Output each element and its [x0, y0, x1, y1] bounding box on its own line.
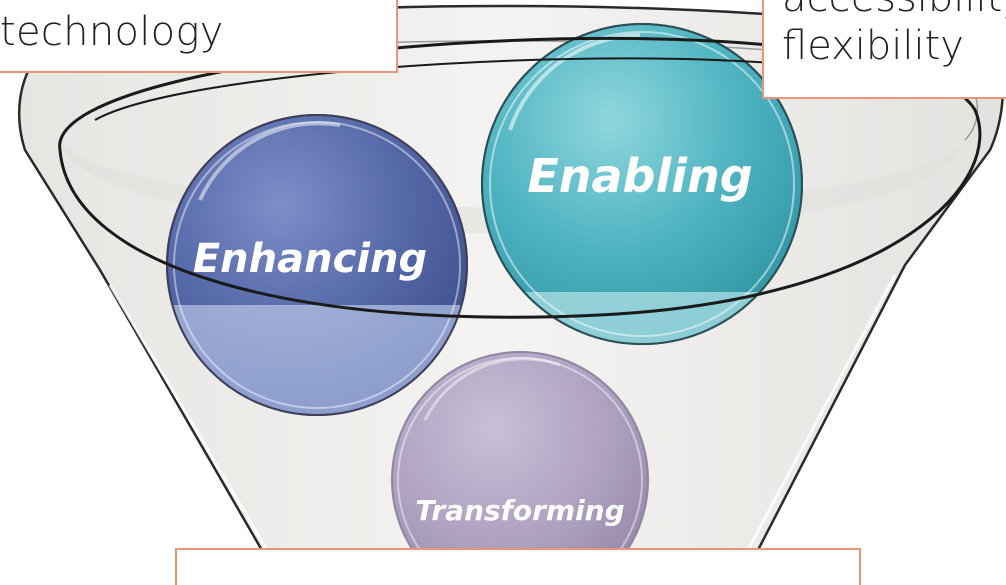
enabling-label: Enabling [527, 149, 752, 203]
callout-bottom [175, 548, 861, 585]
transforming-label: Transforming [415, 494, 624, 527]
callout-top-right-text-1: accessibility [782, 0, 1006, 22]
enhancing-label: Enhancing [193, 236, 427, 282]
funnel-right-edge-highlight [730, 274, 897, 581]
callout-top-left: technology [0, 0, 398, 73]
enhancing-circle [166, 114, 468, 416]
transforming-circle [391, 351, 649, 585]
callout-top-right: accessibility flexibility [762, 0, 1006, 99]
callout-top-right-text-2: flexibility [782, 23, 964, 69]
callout-top-left-text: technology [0, 9, 224, 55]
funnel-left-edge-highlight [108, 284, 287, 581]
